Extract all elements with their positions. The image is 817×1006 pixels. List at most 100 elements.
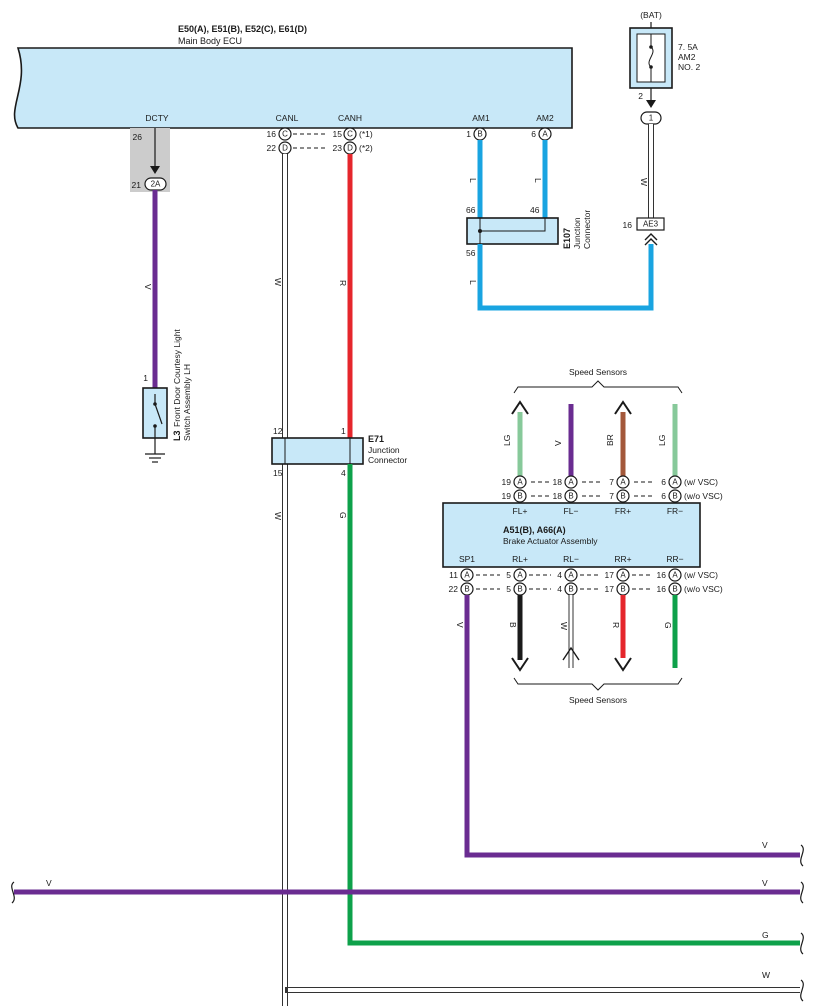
pin-number: 16 bbox=[657, 570, 667, 580]
l3-code: L3 bbox=[172, 430, 182, 441]
wire-label-w: W bbox=[273, 278, 283, 286]
term-fl-minus: FL− bbox=[564, 506, 579, 516]
pin-number: 11 bbox=[449, 570, 458, 580]
ground-icon bbox=[145, 453, 165, 463]
e71-name-2: Connector bbox=[368, 455, 407, 465]
l3-name-1: Front Door Courtesy Light bbox=[172, 329, 182, 427]
brake-codes: A51(B), A66(A) bbox=[503, 525, 566, 535]
pin-number: 7 bbox=[609, 477, 614, 487]
pin-21: 21 bbox=[132, 180, 142, 190]
ecu-name: Main Body ECU bbox=[178, 36, 242, 46]
e71-code: E71 bbox=[368, 434, 384, 444]
pin-number: 4 bbox=[557, 584, 562, 594]
pin-6: 6 bbox=[531, 129, 536, 139]
connector-2a-label: 2A bbox=[151, 180, 161, 189]
e107-pin-46: 46 bbox=[530, 205, 540, 215]
pin-letter-b: B bbox=[568, 585, 573, 594]
pin-letter-d: D bbox=[282, 144, 288, 153]
pin-letter-b: B bbox=[517, 585, 522, 594]
fuse-name: AM2 bbox=[678, 52, 696, 62]
note-1: (*1) bbox=[359, 129, 373, 139]
pin-26: 26 bbox=[133, 132, 143, 142]
e107-junction-connector: 66 46 56 E107 Junction Connector bbox=[466, 205, 592, 258]
pin-number: 5 bbox=[506, 584, 511, 594]
wire-label-v: V bbox=[46, 878, 52, 888]
pin-letter-b: B bbox=[620, 492, 625, 501]
plug-arrow-icon bbox=[646, 100, 656, 108]
term-rr-plus: RR+ bbox=[614, 554, 631, 564]
pin-23: 23 bbox=[333, 143, 343, 153]
can-connectors: 16 C 15 C (*1) 22 D 23 D (*2) bbox=[267, 127, 373, 155]
e107-code: E107 bbox=[562, 228, 572, 249]
sensor-wires-top: LG V BR LG bbox=[502, 400, 678, 476]
pin-number: 16 bbox=[657, 584, 667, 594]
note-wo-vsc: (w/o VSC) bbox=[684, 584, 723, 594]
pin-16: 16 bbox=[267, 129, 277, 139]
pin-letter-b: B bbox=[672, 492, 677, 501]
pin-letter-a: A bbox=[620, 478, 626, 487]
pin-22: 22 bbox=[267, 143, 277, 153]
pin-letter-b: B bbox=[464, 585, 469, 594]
wire-v-sp1 bbox=[464, 595, 800, 858]
pin-letter-c: C bbox=[347, 130, 353, 139]
break-marks bbox=[11, 844, 804, 1002]
wire-label-l: L bbox=[533, 178, 543, 183]
ecu-term-am2: AM2 bbox=[536, 113, 554, 123]
speed-sensors-top-label: Speed Sensors bbox=[569, 367, 627, 377]
ecu-term-canh: CANH bbox=[338, 113, 362, 123]
pin-letter-b: B bbox=[477, 130, 482, 139]
term-rr-minus: RR− bbox=[666, 554, 683, 564]
wire-label-v: V bbox=[553, 440, 563, 446]
pin-1: 1 bbox=[466, 129, 471, 139]
fuse-num: NO. 2 bbox=[678, 62, 700, 72]
wire-label-g: G bbox=[338, 512, 348, 519]
pin-number: 17 bbox=[605, 584, 615, 594]
pin-15: 15 bbox=[333, 129, 343, 139]
e107-name-2: Connector bbox=[582, 210, 592, 249]
pin-letter-d: D bbox=[347, 144, 353, 153]
pin-letter-a: A bbox=[672, 571, 678, 580]
e107-pin-56: 56 bbox=[466, 248, 476, 258]
ecu-codes: E50(A), E51(B), E52(C), E61(D) bbox=[178, 24, 307, 34]
am-connectors: 1 B 6 A bbox=[466, 127, 552, 141]
speed-sensors-bottom: Speed Sensors bbox=[513, 677, 683, 705]
ae3-pin-16: 16 bbox=[623, 220, 633, 230]
pin-letter-a: A bbox=[620, 571, 626, 580]
speed-sensors-top: Speed Sensors bbox=[513, 367, 683, 394]
wire-label-w: W bbox=[762, 970, 770, 980]
brake-actuator-assembly: FL+ FL− FR+ FR− A51(B), A66(A) Brake Act… bbox=[442, 502, 701, 568]
pin-letter-a: A bbox=[568, 571, 574, 580]
l3-switch: 1 L3 Front Door Courtesy Light Switch As… bbox=[142, 329, 192, 463]
wire-label-w: W bbox=[273, 512, 283, 520]
note-wo-vsc: (w/o VSC) bbox=[684, 491, 723, 501]
ecu-term-canl: CANL bbox=[276, 113, 299, 123]
fuse-connector-1: 1 bbox=[649, 114, 654, 123]
pin-letter-a: A bbox=[672, 478, 678, 487]
pin-number: 17 bbox=[605, 570, 615, 580]
connector-chevron-icon bbox=[644, 233, 658, 246]
term-fl-plus: FL+ bbox=[513, 506, 528, 516]
e71-pin-1: 1 bbox=[341, 426, 346, 436]
wire-label-v: V bbox=[762, 878, 768, 888]
l3-name-2: Switch Assembly LH bbox=[182, 364, 192, 441]
pin-letter-a: A bbox=[542, 130, 548, 139]
wire-label-l: L bbox=[468, 280, 478, 285]
e107-name-1: Junction bbox=[572, 217, 582, 249]
term-rl-plus: RL+ bbox=[512, 554, 528, 564]
l3-pin-1: 1 bbox=[143, 373, 148, 383]
brake-top-pins: 19 A 18 A 7 A 6 A (w/ VSC) 19 B 18 B 7 B… bbox=[502, 475, 723, 503]
e71-name-1: Junction bbox=[368, 445, 400, 455]
term-fr-minus: FR− bbox=[667, 506, 683, 516]
wire-label-r: R bbox=[338, 280, 348, 286]
pin-number: 4 bbox=[557, 570, 562, 580]
pin-letter-b: B bbox=[517, 492, 522, 501]
main-body-ecu: E50(A), E51(B), E52(C), E61(D) Main Body… bbox=[13, 24, 573, 129]
pin-number: 22 bbox=[449, 584, 459, 594]
term-sp1: SP1 bbox=[459, 554, 475, 564]
fuse-rating: 7. 5A bbox=[678, 42, 698, 52]
note-w-vsc: (w/ VSC) bbox=[684, 570, 718, 580]
speed-sensors-bottom-label: Speed Sensors bbox=[569, 695, 627, 705]
fuse-pin-2: 2 bbox=[638, 91, 643, 101]
pin-number: 19 bbox=[502, 477, 512, 487]
